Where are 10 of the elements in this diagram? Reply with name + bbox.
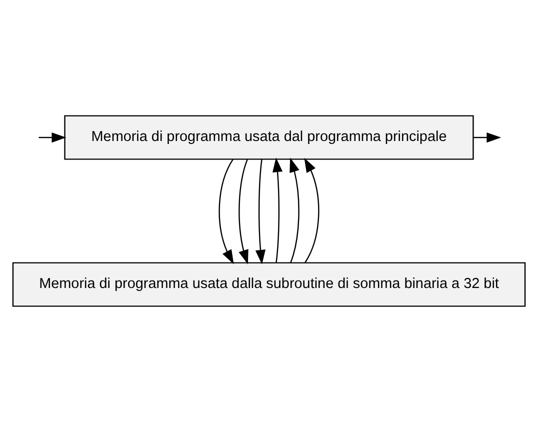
arrow <box>272 158 283 263</box>
node-box: Memoria di programma usata dal programma principale <box>64 115 474 160</box>
arrow <box>290 158 300 263</box>
arrow <box>238 159 248 264</box>
arrow <box>255 159 266 264</box>
arrow <box>304 158 320 263</box>
node-box: Memoria di programma usata dalla subroutine di somma binaria a 32 bit <box>12 262 526 307</box>
arrow <box>38 132 66 143</box>
arrow <box>473 132 502 143</box>
arrow <box>218 159 234 264</box>
